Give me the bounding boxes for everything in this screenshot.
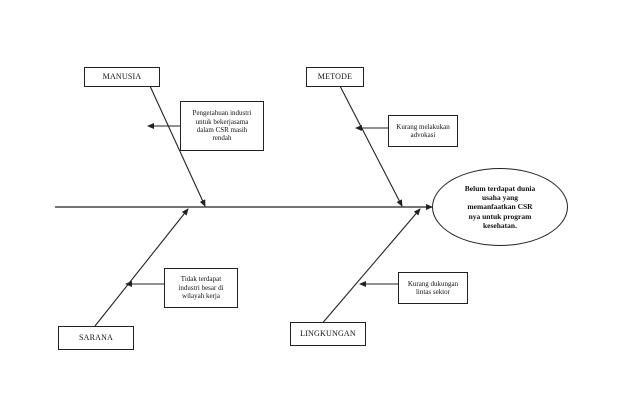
category-lingkungan: LINGKUNGAN: [290, 322, 366, 346]
category-metode: METODE: [306, 67, 364, 87]
category-sarana: SARANA: [58, 326, 134, 350]
bone-manusia: [149, 85, 206, 207]
cause-manusia: Pengetahuan industri untuk bekerjasama d…: [180, 101, 264, 151]
bone-lingkungan: [319, 208, 421, 327]
bone-metode: [339, 85, 403, 207]
cause-metode: Kurang melakukan advokasi: [388, 115, 458, 147]
category-manusia: MANUSIA: [84, 67, 160, 87]
bone-sarana: [94, 208, 189, 327]
cause-lingkungan: Kurang dukungan lintas sektor: [398, 272, 468, 304]
effect-problem: Belum terdapat dunia usaha yang memanfaa…: [432, 168, 568, 246]
cause-sarana: Tidak terdapat industri besar di wilayah…: [164, 268, 238, 308]
